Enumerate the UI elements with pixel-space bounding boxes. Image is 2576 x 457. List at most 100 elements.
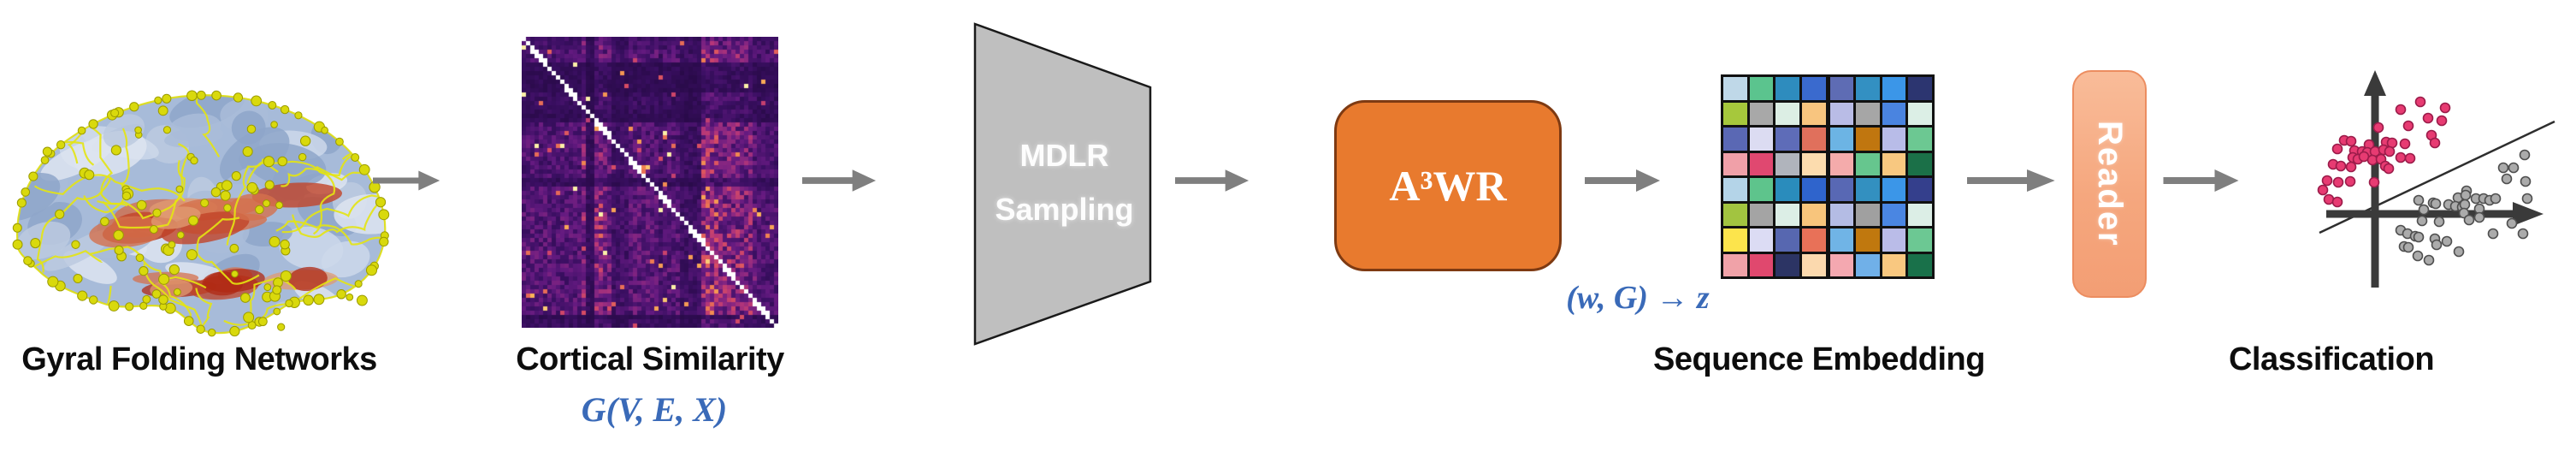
scatter-dot-gray (2433, 216, 2445, 228)
gyral-node (299, 135, 311, 146)
gyral-node (285, 299, 293, 308)
scatter-dot-pink (2321, 175, 2333, 187)
embedding-cell (1775, 203, 1799, 226)
gyral-node (157, 105, 168, 116)
embedding-formula: (w, G) → z (1566, 280, 1710, 316)
gyral-node (125, 302, 134, 312)
embedding-cell (1801, 128, 1826, 151)
embedding-cell (1882, 228, 1906, 252)
gyral-node (162, 93, 172, 104)
gyral-node (270, 121, 278, 128)
gyral-node (263, 199, 271, 208)
gyral-node (151, 289, 162, 299)
gyral-node (113, 229, 124, 240)
gyral-node (175, 185, 184, 193)
reader-label: Reader (2091, 121, 2129, 247)
gyral-node (183, 316, 194, 326)
gyral-node (142, 294, 151, 304)
embedding-cell (1775, 152, 1799, 175)
gyral-node (12, 239, 23, 250)
mdlr-line: MDLR (1019, 138, 1109, 173)
embedding-cell (1775, 77, 1799, 100)
gyral-node (30, 237, 41, 249)
scatter-dot-pink (2436, 115, 2448, 127)
embedding-cell (1882, 77, 1906, 100)
embedding-cell (1723, 228, 1747, 252)
gyral-node (173, 288, 181, 296)
gyral-node (23, 256, 32, 265)
gyral-node (257, 317, 268, 327)
sequence-embedding-label: Sequence Embedding (1653, 341, 1985, 377)
scatter-dot-gray (2460, 189, 2472, 201)
scatter-dot-gray (2413, 194, 2425, 206)
gyral-node (108, 300, 120, 312)
gyral-node (152, 208, 162, 217)
gyral-node (313, 294, 325, 306)
gyral-node (231, 270, 239, 278)
embedding-cell (1908, 128, 1932, 151)
embedding-cell (1856, 128, 1880, 151)
embedding-cell (1801, 102, 1826, 125)
embedding-cell (1856, 77, 1880, 100)
scatter-dot-gray (2487, 228, 2499, 240)
embedding-cell (1801, 253, 1826, 276)
scatter-dot-pink (2402, 120, 2414, 132)
embedding-cell (1856, 228, 1880, 252)
embedding-cell (1829, 253, 1854, 276)
embedding-cell (1829, 77, 1854, 100)
scatter-dot-gray (2517, 228, 2529, 240)
embedding-cell (1908, 228, 1932, 252)
scatter-dot-gray (2521, 193, 2533, 205)
embedding-cell (1856, 178, 1880, 201)
embedding-cell (1723, 77, 1747, 100)
scatter-dot-gray (2413, 231, 2425, 243)
embedding-cell (1882, 253, 1906, 276)
embedding-cell (1801, 178, 1826, 201)
gyral-node (135, 253, 145, 263)
gyral-node (168, 240, 176, 249)
gyral-node (149, 225, 158, 234)
scatter-dot-gray (2463, 214, 2475, 226)
gyral-node (251, 95, 263, 107)
embedding-cell (1723, 128, 1747, 151)
scatter-dot-pink (2422, 112, 2434, 124)
sequence-embedding-grid (1721, 74, 1935, 279)
gyral-folding-brain-image (12, 90, 390, 337)
gyral-node (154, 96, 162, 104)
flow-arrow-icon (1175, 169, 1250, 192)
gyral-node (16, 198, 27, 208)
gyral-node (277, 156, 288, 167)
gyral-node (28, 171, 38, 181)
gyral-node (56, 139, 66, 150)
sampling-line: Sampling (995, 192, 1134, 228)
embedding-cell (1723, 178, 1747, 201)
scatter-dot-gray (2418, 204, 2430, 216)
y-axis-arrowhead-icon (2364, 70, 2386, 96)
embedding-cell (1749, 152, 1774, 175)
scatter-dot-gray (2497, 162, 2509, 174)
embedding-cell (1749, 253, 1774, 276)
embedding-cell (1749, 178, 1774, 201)
gyral-node (77, 290, 88, 301)
mdlr-sampling-label: MDLR Sampling (985, 128, 1143, 237)
gyral-node (375, 197, 387, 208)
gyral-node (321, 126, 329, 134)
embedding-cell (1856, 152, 1880, 175)
embedding-cell (1801, 203, 1826, 226)
embedding-cell (1749, 128, 1774, 151)
cortical-similarity-label: Cortical Similarity (516, 341, 784, 377)
brain-texture (17, 95, 386, 334)
gyral-node (55, 209, 65, 219)
gyral-node (21, 187, 31, 197)
embedding-cell (1908, 77, 1932, 100)
class-points-gray (2395, 149, 2533, 266)
cortical-similarity-matrix (522, 37, 778, 328)
gyral-node (188, 215, 199, 226)
embedding-cell (1829, 203, 1854, 226)
gyral-node (269, 236, 281, 247)
scatter-dot-gray (2441, 235, 2453, 247)
gyral-node (378, 209, 390, 221)
scatter-dot-pink (2344, 175, 2356, 187)
embedding-cell (1829, 178, 1854, 201)
